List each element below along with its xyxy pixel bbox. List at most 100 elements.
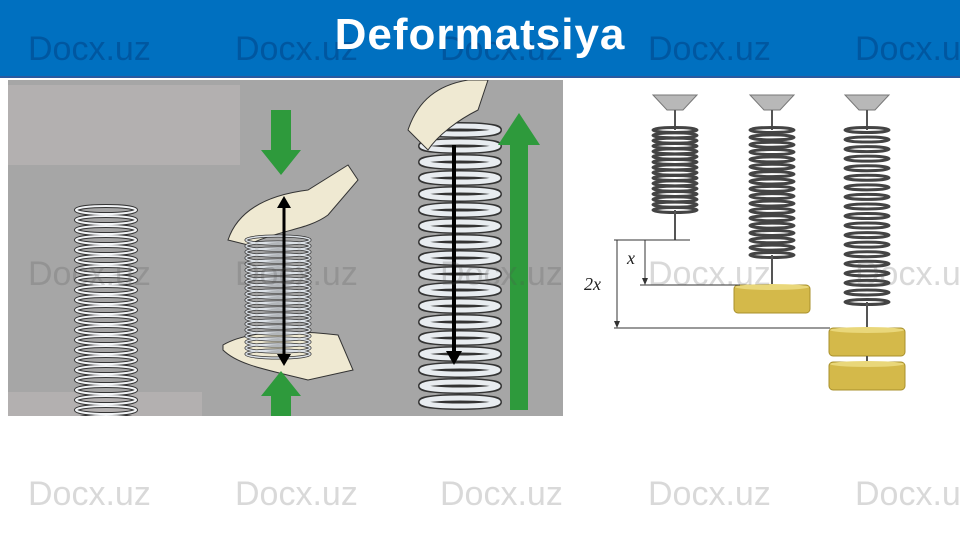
coil-turn [75, 325, 137, 335]
coil-turn [419, 379, 501, 393]
watermark: Docx.uz [648, 255, 771, 293]
coil-turn [245, 295, 311, 305]
watermark: Docx.uz [235, 255, 358, 293]
spring-weights-diagram: x 2x [580, 80, 940, 400]
stretched-spring [418, 122, 502, 410]
coil-turn [748, 243, 796, 252]
coil-turn [245, 271, 311, 281]
watermark: Docx.uz [28, 255, 151, 293]
coil-turn [75, 315, 137, 325]
watermark: Docx.uz [648, 475, 771, 513]
label-2x: 2x [584, 274, 601, 294]
coil-turn [748, 126, 796, 134]
coil-turn [245, 349, 311, 359]
coil-turn [419, 219, 501, 233]
coil-turn [843, 173, 891, 182]
arrow-down-icon [261, 110, 301, 175]
coil-turn [419, 395, 501, 409]
coil-turn [75, 205, 137, 215]
coil-turn [75, 405, 137, 415]
coil-turn [245, 343, 311, 353]
coil-turn [843, 192, 891, 201]
coil-turn [748, 170, 796, 179]
spring-compression-stretch-photo [8, 80, 563, 416]
coil-turn [843, 135, 891, 144]
watermark: Docx.uz [440, 255, 563, 293]
compressed-spring [244, 234, 312, 360]
coil-turn [75, 375, 137, 385]
coil-turn [843, 154, 891, 163]
coil-turn [75, 245, 137, 255]
coil-turn [843, 145, 891, 154]
coil-turn [245, 253, 311, 263]
watermark: Docx.uz [855, 475, 960, 513]
watermark: Docx.uz [28, 30, 151, 68]
coil-turn [748, 133, 796, 142]
watermark: Docx.uz [855, 255, 960, 293]
coil-turn [748, 177, 796, 186]
coil-turn [419, 299, 501, 313]
coil-turn [245, 301, 311, 311]
coil-turn [843, 126, 891, 134]
coil-turn [843, 221, 891, 230]
coil-turn [419, 331, 501, 345]
coil-turn [245, 265, 311, 275]
coil-turn [245, 289, 311, 299]
coil-turn [843, 231, 891, 240]
coil-turn [419, 251, 501, 265]
coil-turn [75, 255, 137, 265]
coil-turn [419, 315, 501, 329]
coil-turn [748, 236, 796, 245]
coil-turn [245, 241, 311, 251]
hook-icon [843, 94, 891, 111]
coil-turn [843, 202, 891, 211]
coil-turn [843, 164, 891, 173]
coil-turn [843, 288, 891, 297]
relaxed-spring [74, 204, 138, 416]
coil-turn [748, 162, 796, 171]
coil-turn [419, 187, 501, 201]
slide-title: Deformatsiya [334, 10, 626, 59]
coil-turn [843, 269, 891, 278]
coil-turn [748, 214, 796, 223]
coil-turn [75, 295, 137, 305]
coil-turn [75, 365, 137, 375]
coil-turn [419, 139, 501, 153]
watermark: Docx.uz [855, 30, 960, 68]
coil-turn [245, 331, 311, 341]
pulling-hand [407, 80, 489, 151]
coil-turn [843, 250, 891, 259]
watermark: Docx.uz [235, 475, 358, 513]
coil-turn [75, 225, 137, 235]
coil-turn [419, 347, 501, 361]
coil-turn [843, 278, 891, 287]
hook-icon [651, 94, 699, 111]
watermark: Docx.uz [235, 30, 358, 68]
coil-turn [245, 259, 311, 269]
coil-turn [245, 337, 311, 347]
coil-turn [419, 203, 501, 217]
coil-turn [419, 171, 501, 185]
coil-turn [419, 235, 501, 249]
coil-turn [748, 184, 796, 193]
coil-turn [843, 259, 891, 268]
label-x: x [627, 248, 635, 268]
arrow-up-icon [498, 113, 540, 410]
coil-turn [748, 199, 796, 208]
coil-turn [748, 206, 796, 215]
coil-turn [245, 325, 311, 335]
coil-turn [843, 183, 891, 192]
watermark: Docx.uz [440, 475, 563, 513]
coil-turn [748, 155, 796, 164]
arrow-up-icon [261, 371, 301, 416]
coil-turn [245, 283, 311, 293]
coil-turn [419, 363, 501, 377]
coil-turn [748, 192, 796, 201]
coil-turn [75, 275, 137, 285]
coil-turn [75, 215, 137, 225]
coil-turn [843, 240, 891, 249]
watermark: Docx.uz [648, 30, 771, 68]
coil-turn [75, 305, 137, 315]
watermark: Docx.uz [28, 475, 151, 513]
